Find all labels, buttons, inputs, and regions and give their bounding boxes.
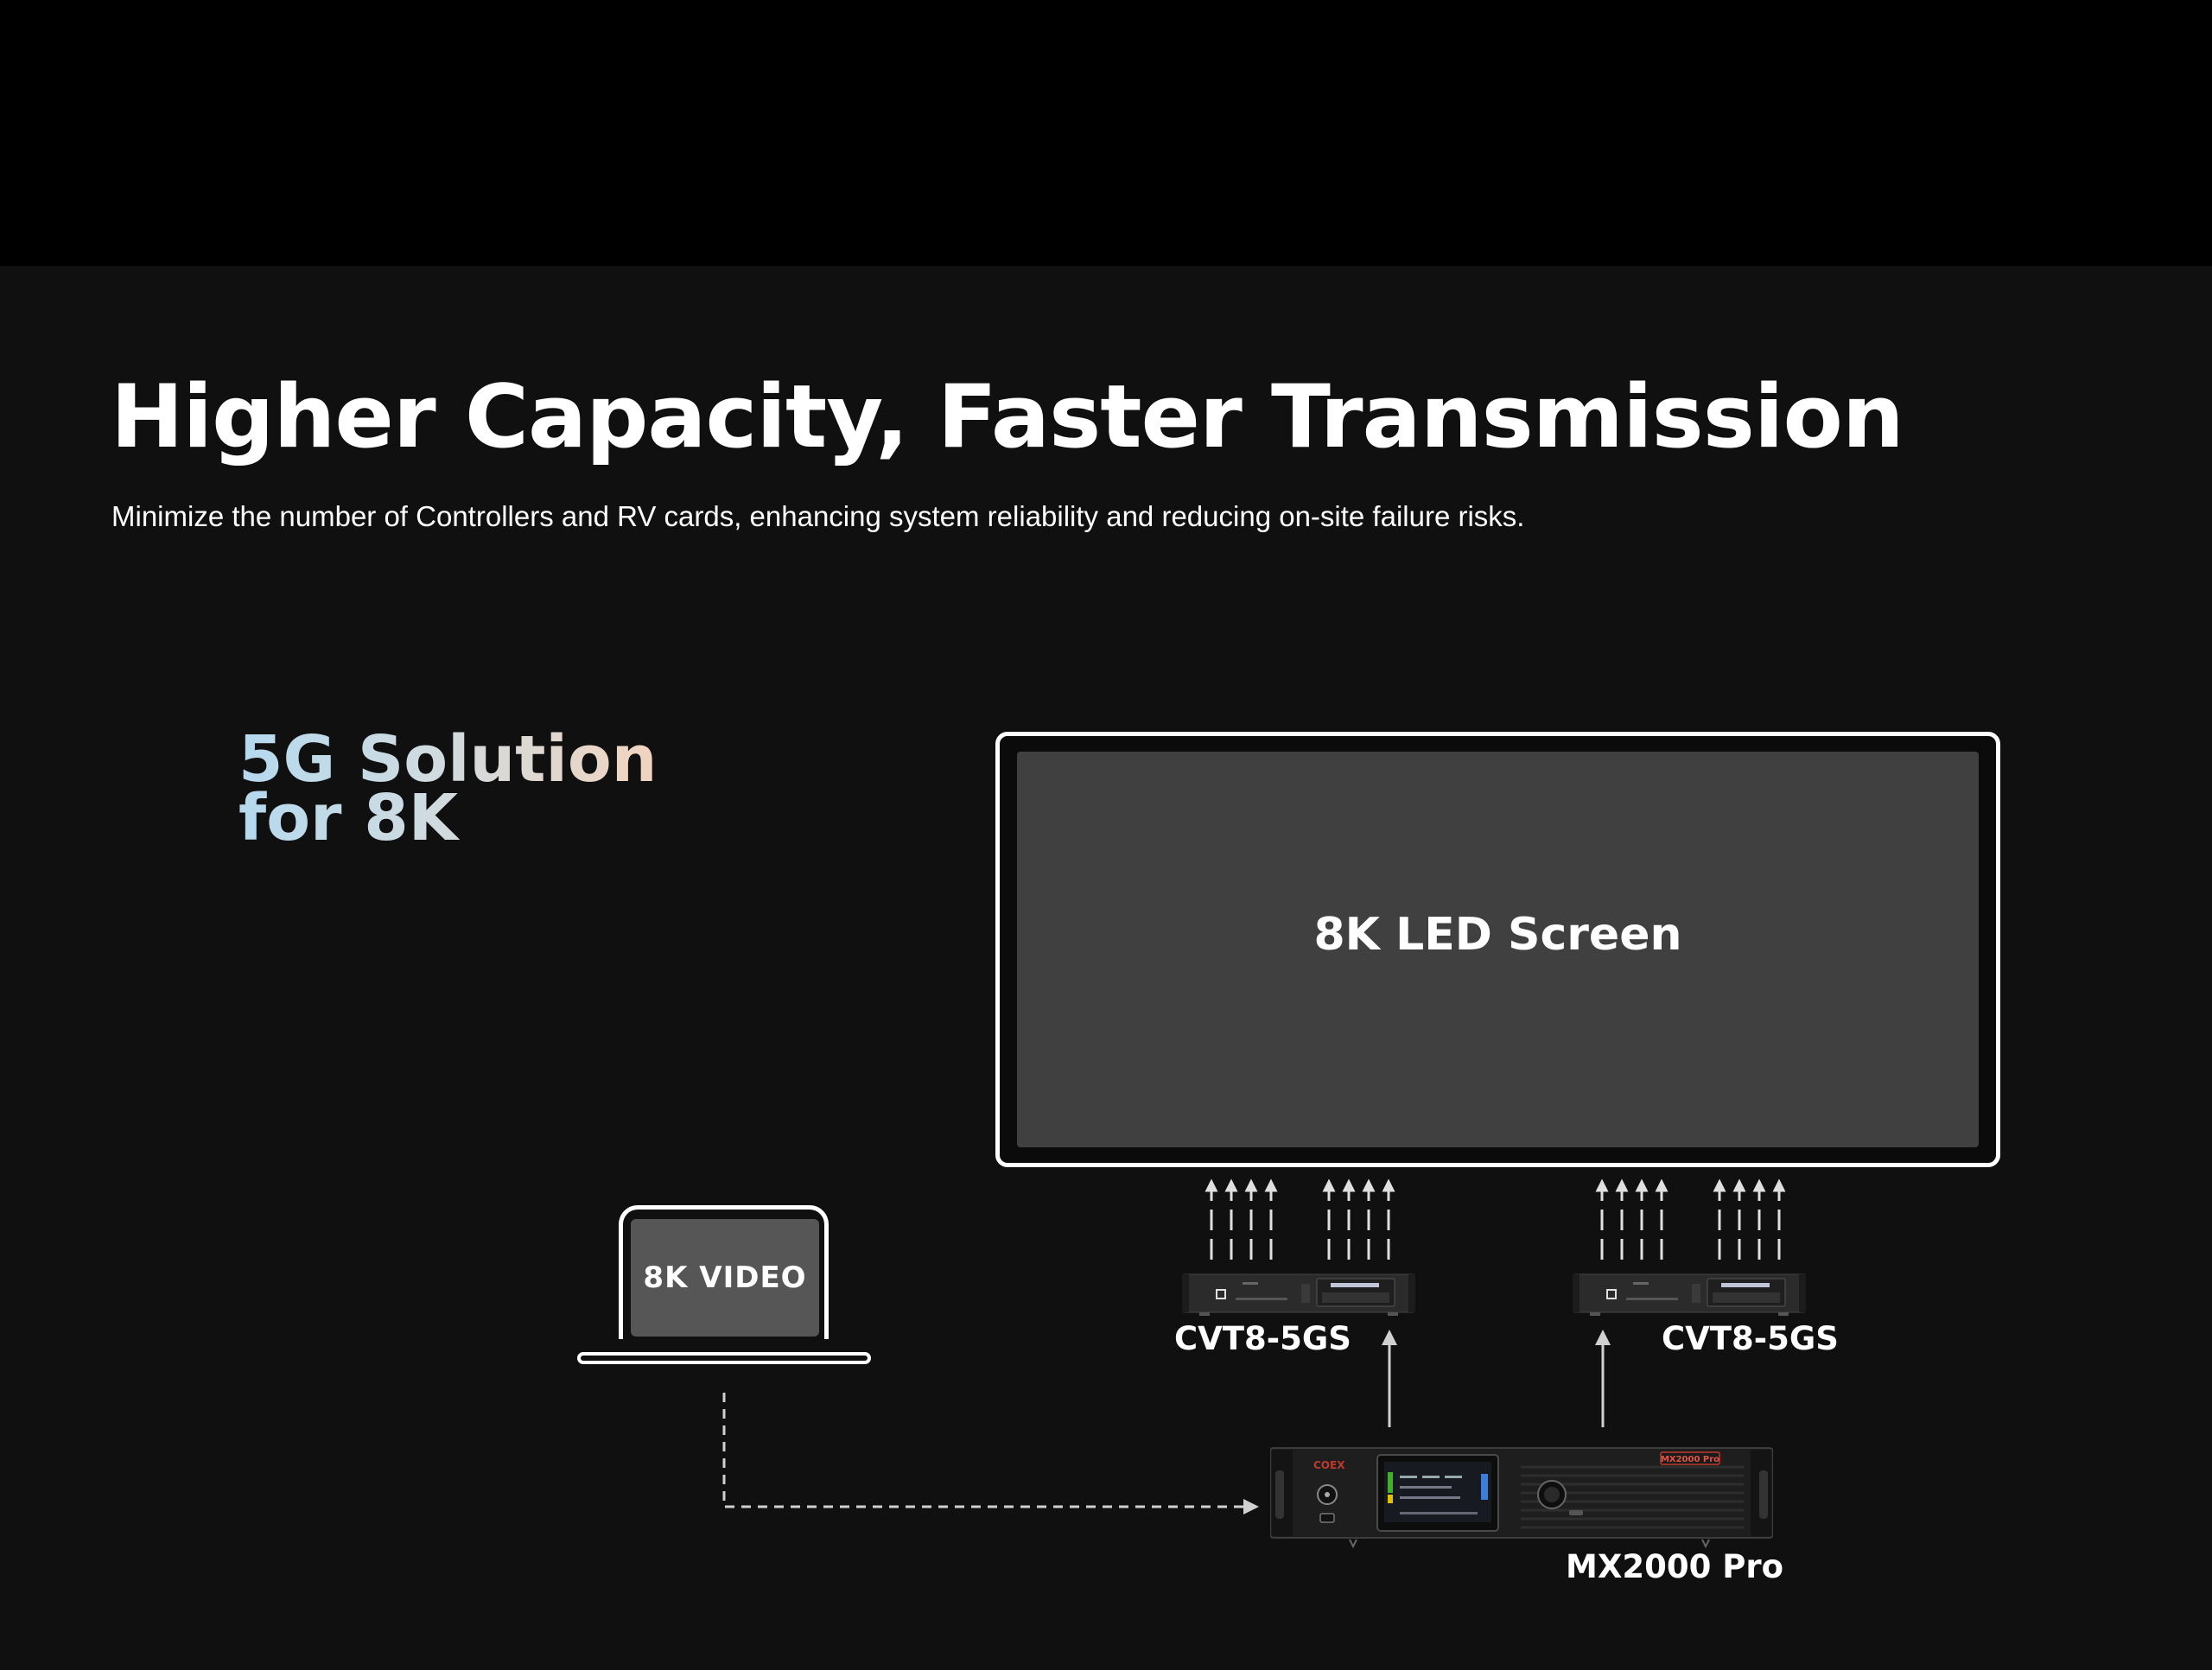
laptop-source: 8K VIDEO — [577, 1205, 873, 1368]
source-label: 8K VIDEO — [643, 1260, 807, 1295]
receiver-left-label: CVT8-5GS — [1174, 1320, 1351, 1357]
controller-brand-text: COEX — [1313, 1459, 1345, 1471]
receiver-left-output-arrows — [1205, 1178, 1395, 1260]
receiver-right-device — [1573, 1273, 1806, 1316]
laptop-screen: 8K VIDEO — [631, 1219, 819, 1337]
page-subtitle: Minimize the number of Controllers and R… — [111, 500, 1525, 532]
receiver-right-label: CVT8-5GS — [1662, 1320, 1839, 1357]
page-title: Higher Capacity, Faster Transmission — [111, 365, 1904, 467]
led-screen-label: 8K LED Screen — [1313, 909, 1682, 961]
controller-device: COEX MX2000 Pro — [1270, 1447, 1773, 1548]
controller-label: MX2000 Pro — [1566, 1548, 1783, 1585]
laptop-lid — [619, 1205, 829, 1339]
receiver-left-device — [1182, 1273, 1415, 1316]
video-signal-path — [722, 1393, 1259, 1514]
controller-badge-text: MX2000 Pro — [1661, 1455, 1719, 1464]
top-band — [0, 0, 2212, 266]
receiver-right-output-arrows — [1595, 1178, 1786, 1260]
solution-heading-line-2: for 8K — [238, 786, 657, 850]
laptop-base — [577, 1352, 871, 1364]
solution-heading-line-1: 5G Solution — [238, 722, 658, 797]
solution-heading: 5G Solution for 8K — [238, 722, 658, 850]
led-screen: 8K LED Screen — [995, 732, 2000, 1167]
led-screen-panel: 8K LED Screen — [1017, 752, 1979, 1147]
